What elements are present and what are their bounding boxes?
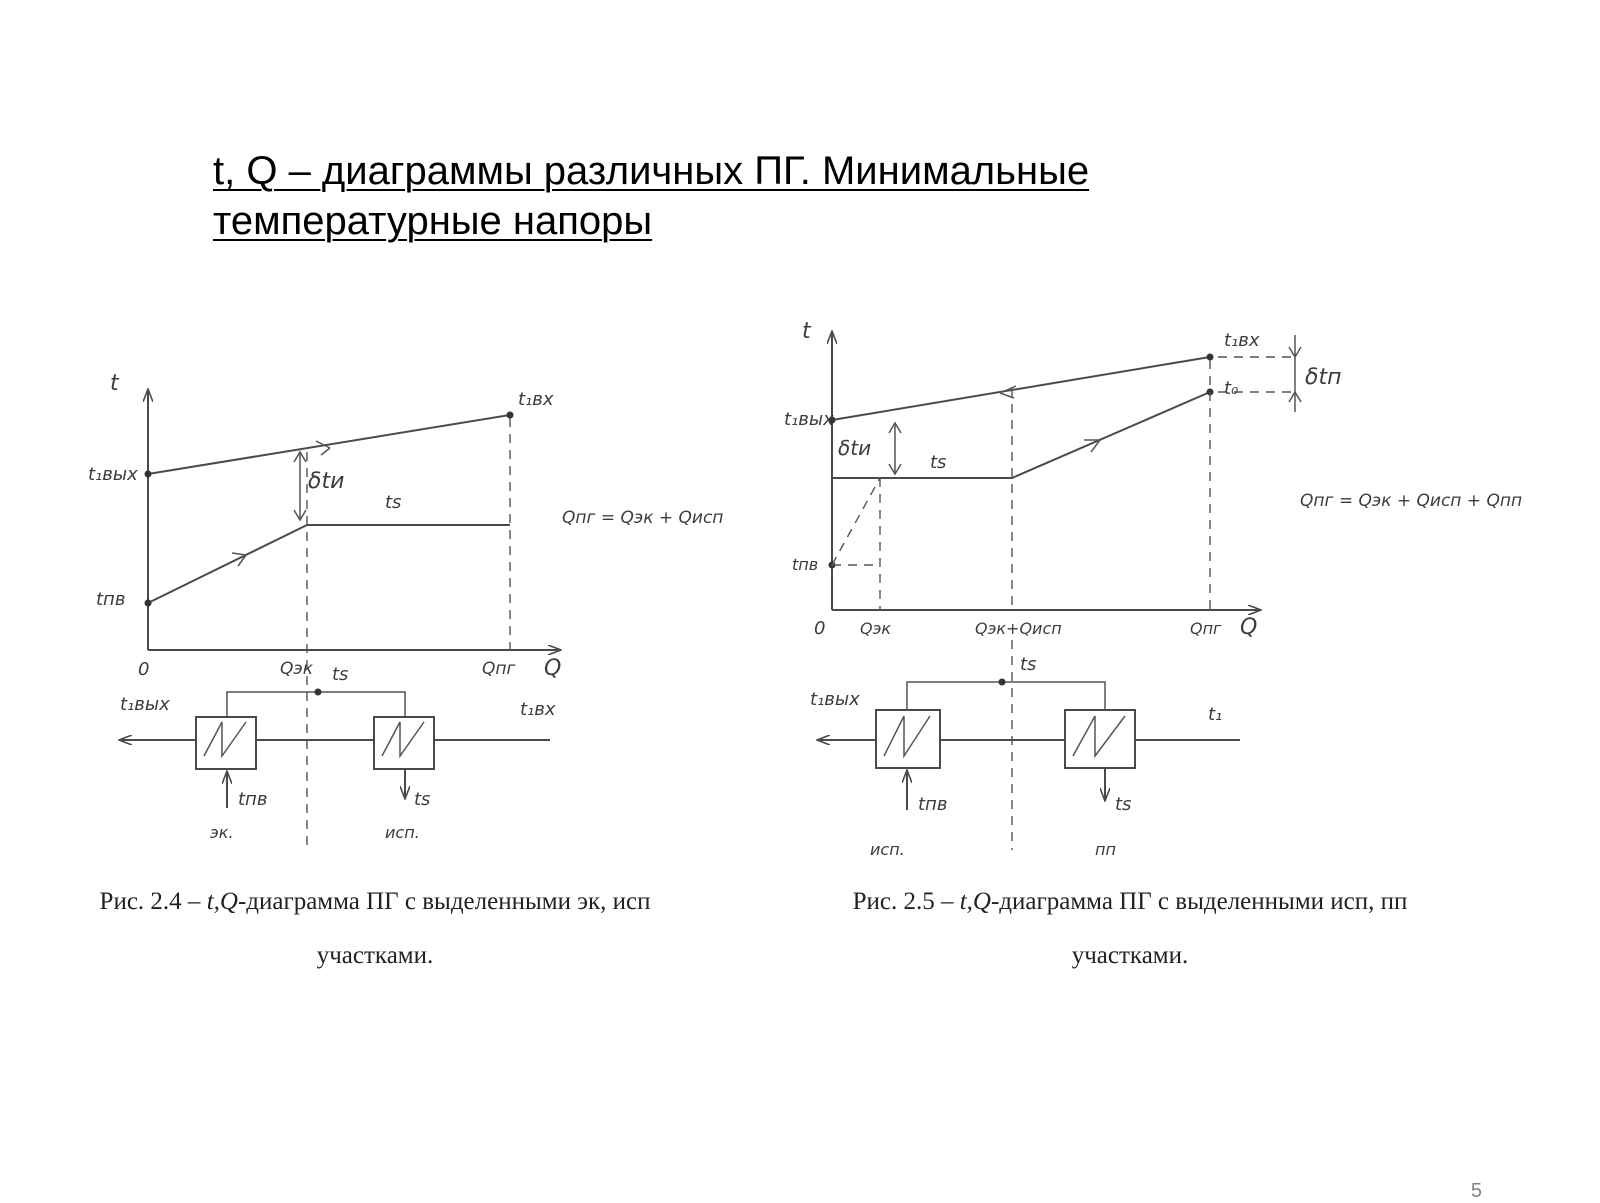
evaporator-coil-icon	[381, 721, 425, 759]
caption-2-5-text: -диаграмма ПГ с выделенными исп, пп	[990, 888, 1408, 915]
delta-tp-arrow-heads	[1288, 346, 1302, 403]
scheme-ts-top-label: ts	[1020, 654, 1036, 675]
evaporator-block	[373, 716, 435, 770]
slide-title: t, Q – диаграммы различных ПГ. Минимальн…	[213, 146, 1313, 246]
delta-tp-label: δtп	[1305, 365, 1341, 390]
figure-2-4-diagram: t t₁вых t₁вх tпв ts δtи 0 Qэк Qпг Q Qпг …	[88, 371, 723, 850]
cold-line-arrow	[237, 554, 247, 567]
superheater-block	[1064, 709, 1136, 769]
t-fw-point	[144, 599, 152, 607]
economizer-coil-icon	[203, 721, 247, 759]
caption-2-5-prefix: Рис. 2.5 –	[852, 888, 960, 915]
scheme-ts-top-label: ts	[332, 664, 348, 685]
scheme-t1-out-label: t₁вых	[120, 694, 170, 715]
q-ek-label: Qэк	[860, 619, 891, 638]
scheme-ts-bottom-label: ts	[414, 789, 430, 810]
t0-label: t₀	[1224, 378, 1238, 399]
scheme-t1-in-label: t₁вх	[520, 699, 556, 720]
scheme-t-fw-label: tпв	[238, 789, 267, 810]
ts-label: ts	[930, 452, 946, 473]
scheme-ts-point	[998, 678, 1006, 686]
t-axis-label: t	[110, 371, 120, 396]
t1-in-label: t₁вх	[518, 389, 554, 410]
hot-line-arrow	[315, 440, 331, 449]
scheme-ts-bottom-label: ts	[1115, 794, 1131, 815]
t1-out-label: t₁вых	[88, 464, 138, 485]
heat-balance-formula: Qпг = Qэк + Qисп	[562, 508, 723, 528]
cold-line-arrow	[231, 552, 247, 556]
figure-2-5-caption: Рис. 2.5 – t,Q-диаграмма ПГ с выделенным…	[770, 888, 1490, 970]
evaporator-label: исп.	[870, 840, 905, 859]
t1-out-point	[144, 470, 152, 478]
t1-in-point	[506, 411, 514, 419]
scheme-steam-connection	[906, 681, 1106, 710]
t1-out-point	[828, 416, 836, 424]
q-axis-label: Q	[544, 656, 561, 681]
hot-line-arrow	[320, 447, 331, 456]
q-pg-label: Qпг	[482, 659, 515, 679]
economizer-dashed-line	[831, 477, 881, 566]
figure-2-5: t t₁вых t₁вх t₀ δtп δtи ts tпв 0 Qэк Qэк…	[770, 290, 1550, 870]
caption-2-5-tq: t,Q	[959, 888, 991, 915]
scheme-t-fw-label: tпв	[918, 794, 947, 815]
t-fw-label: tпв	[96, 589, 125, 610]
caption-2-4-text: -диаграмма ПГ с выделенными эк, исп	[237, 888, 651, 915]
t-axis-label: t	[802, 319, 812, 344]
slide-title-line-1: t, Q – диаграммы различных ПГ. Минимальн…	[213, 149, 1090, 193]
secondary-steam-line	[832, 391, 1211, 479]
scheme-ts-point	[314, 688, 322, 696]
caption-2-4-tq: t,Q	[206, 888, 238, 915]
scheme-t1-in-label: t₁	[1208, 704, 1222, 725]
evaporator-block	[875, 709, 941, 769]
ts-label: ts	[385, 492, 401, 513]
delta-ti-label: δtи	[838, 436, 871, 460]
cold-line-arrow	[1090, 439, 1101, 453]
t1-in-point	[1206, 353, 1214, 361]
origin-label: 0	[138, 659, 149, 680]
q-ek-label: Qэк	[280, 659, 314, 679]
economizer-block	[195, 716, 257, 770]
scheme-steam-connection	[226, 691, 406, 717]
figure-2-4-caption: Рис. 2.4 – t,Q-диаграмма ПГ с выделенным…	[50, 888, 700, 970]
evaporator-label: исп.	[385, 823, 420, 842]
caption-2-4-prefix: Рис. 2.4 –	[99, 888, 207, 915]
figure-2-4: t t₁вых t₁вх tпв ts δtи 0 Qэк Qпг Q Qпг …	[80, 290, 760, 870]
q-ek-isp-label: Qэк+Qисп	[975, 619, 1062, 638]
delta-ti-arrow-heads	[888, 421, 902, 476]
figure-2-5-diagram: t t₁вых t₁вх t₀ δtп δtи ts tпв 0 Qэк Qэк…	[784, 319, 1522, 859]
q-pg-label: Qпг	[1190, 619, 1222, 638]
t1-in-label: t₁вх	[1224, 330, 1260, 351]
t-fw-label: tпв	[792, 555, 818, 574]
hot-line-arrow	[999, 392, 1015, 399]
economizer-label: эк.	[210, 823, 234, 842]
secondary-water-line	[147, 524, 510, 604]
heat-balance-formula: Qпг = Qэк + Qисп + Qпп	[1300, 491, 1522, 511]
scheme-t1-out-label: t₁вых	[810, 689, 860, 710]
caption-2-5-line-2: участками.	[1071, 942, 1189, 969]
slide-title-line-2: температурные напоры	[213, 199, 653, 243]
caption-2-4-line-2: участками.	[316, 942, 434, 969]
evaporator-coil-icon	[883, 715, 931, 759]
origin-label: 0	[814, 618, 825, 639]
superheater-coil-icon	[1072, 715, 1126, 759]
q-axis-label: Q	[1240, 615, 1257, 640]
page-number: 5	[1470, 1180, 1482, 1202]
primary-coolant-line	[831, 356, 1211, 421]
superheater-label: пп	[1095, 840, 1116, 859]
hot-line-arrow	[999, 385, 1017, 394]
delta-t-label: δtи	[308, 469, 344, 494]
t1-out-label: t₁вых	[784, 409, 834, 430]
delta-t-arrow-heads	[293, 450, 307, 522]
primary-coolant-line	[147, 414, 511, 475]
